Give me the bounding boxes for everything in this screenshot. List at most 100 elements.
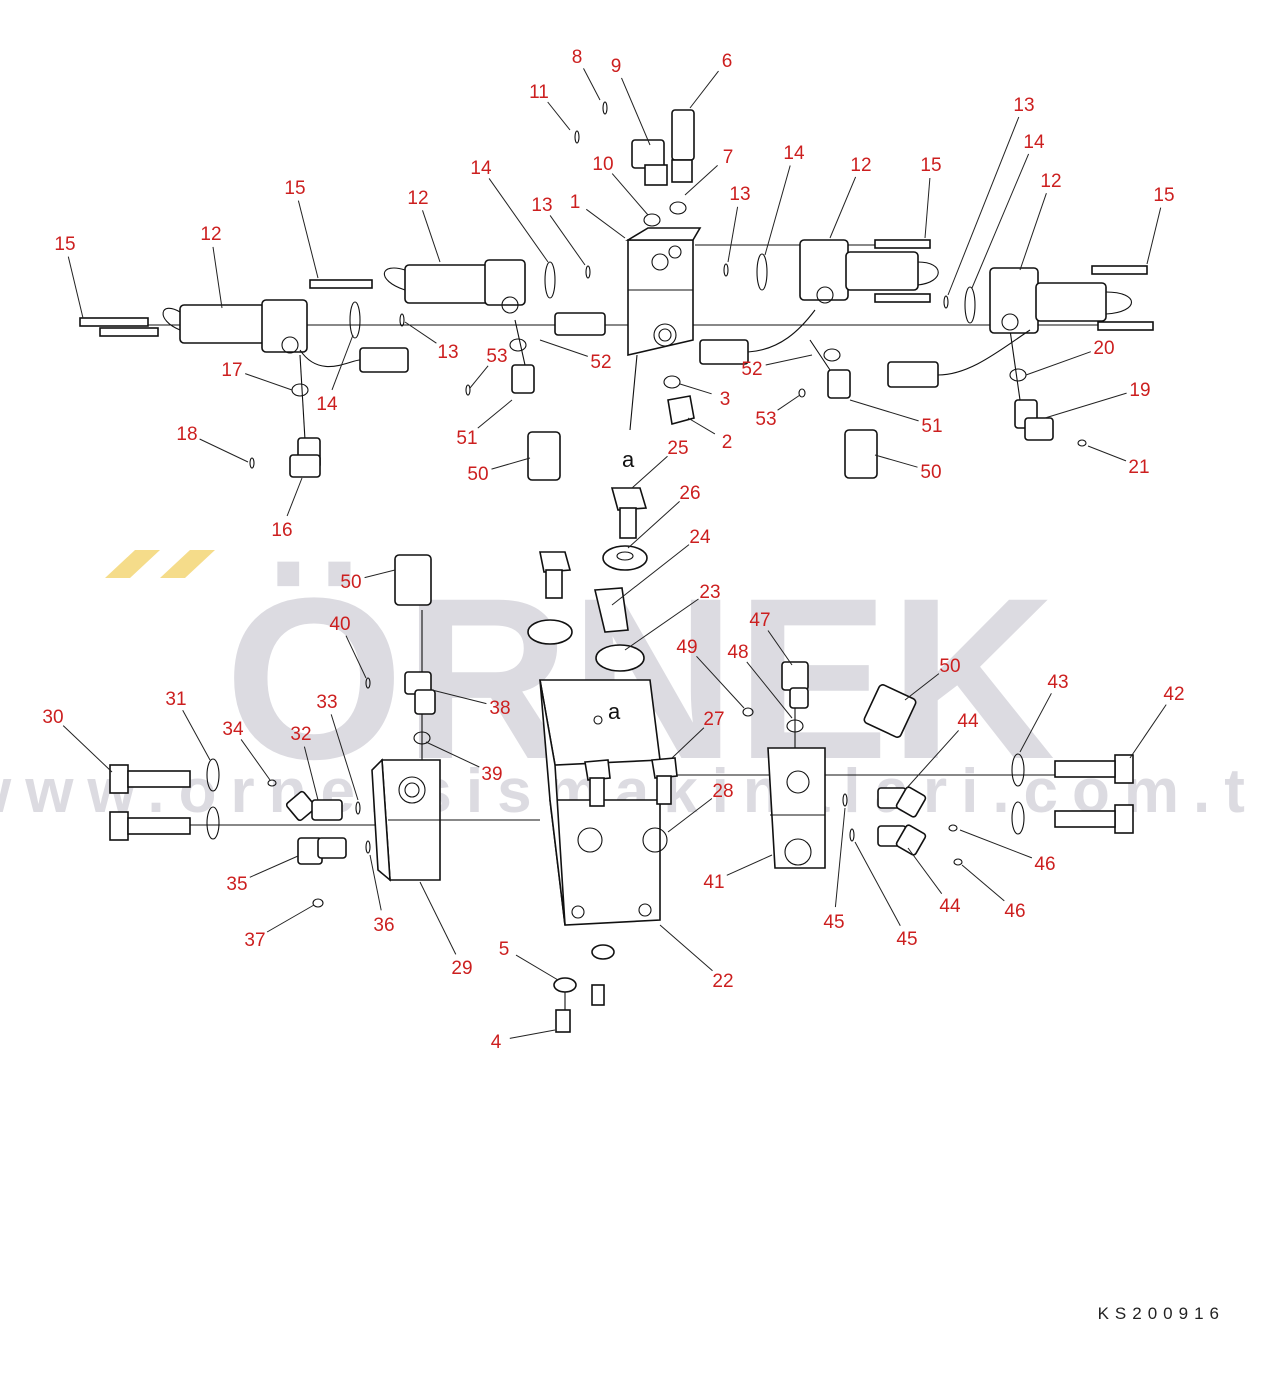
callout-leader [509, 1029, 556, 1039]
callout-label-4: 4 [491, 1032, 502, 1053]
pressure-sensors [394, 429, 917, 738]
callout-leader [727, 206, 739, 263]
callout-label-12: 12 [407, 188, 428, 209]
callout-label-20: 20 [1093, 338, 1114, 359]
callout-label-41: 41 [703, 872, 724, 893]
callout-label-14: 14 [470, 158, 492, 179]
callout-label-15: 15 [284, 178, 305, 199]
callout-leader [667, 798, 713, 833]
callout-label-39: 39 [481, 764, 502, 785]
callout-leader [621, 77, 651, 146]
solenoid-valve-left [162, 299, 308, 354]
drawing-code: KS200916 [1098, 1304, 1225, 1323]
callout-leader [249, 855, 299, 878]
callout-leader [1025, 351, 1091, 376]
callout-label-13: 13 [437, 342, 458, 363]
callout-leader [834, 807, 846, 908]
callout-leader [687, 417, 716, 435]
callout-label-12: 12 [200, 224, 221, 245]
callout-leader [431, 689, 487, 705]
callout-leader [947, 116, 1020, 296]
callout-label-50: 50 [920, 462, 941, 483]
callout-leader [959, 829, 1033, 859]
callout-label-1: 1 [570, 192, 581, 213]
callout-label-42: 42 [1163, 684, 1184, 705]
callout-label-44: 44 [939, 896, 961, 917]
callout-label-30: 30 [42, 707, 63, 728]
pressure-switch-top [631, 109, 695, 227]
callout-label-49: 49 [676, 637, 697, 658]
bracket-hardware [527, 487, 678, 1033]
watermark-accent-mark [160, 550, 215, 578]
watermark-brand: ÖRNEK [225, 550, 1056, 807]
callout-leader [631, 455, 668, 489]
solenoid-valve-mid-right [799, 239, 939, 304]
watermark-accent-mark [105, 550, 160, 578]
callout-label-27: 27 [703, 709, 724, 730]
callout-label-28: 28 [712, 781, 733, 802]
callout-leader [627, 501, 680, 549]
callout-leader [419, 881, 457, 955]
bolts-lower [109, 754, 1134, 841]
callout-leader [297, 200, 319, 279]
callout-leader [303, 746, 319, 801]
callout-label-26: 26 [679, 483, 700, 504]
callout-leader [611, 173, 649, 216]
callout-leader [874, 454, 918, 468]
callout-leader [764, 165, 791, 256]
callout-label-7: 7 [723, 147, 734, 168]
callout-leader [611, 544, 690, 606]
callout-leader [1044, 392, 1127, 419]
callout-leader [477, 399, 513, 429]
callout-leader [746, 661, 793, 719]
bolts-upper [79, 239, 1154, 337]
callout-label-10: 10 [592, 154, 613, 175]
callout-leader [829, 176, 857, 239]
callout-label-46: 46 [1034, 854, 1055, 875]
callout-leader [539, 339, 588, 357]
callout-label-25: 25 [667, 438, 688, 459]
right-valve-block [767, 747, 826, 869]
mounting-bracket [539, 679, 668, 926]
callout-label-15: 15 [920, 155, 941, 176]
callout-label-48: 48 [727, 642, 748, 663]
callout-leader [907, 847, 943, 894]
callout-leader [364, 569, 396, 579]
callout-label-6: 6 [722, 51, 733, 72]
callout-leader [583, 68, 601, 101]
callout-label-36: 36 [373, 915, 394, 936]
callout-leader [182, 710, 211, 761]
callout-leader [696, 655, 745, 709]
callout-label-29: 29 [451, 958, 472, 979]
callout-label-52: 52 [590, 352, 611, 373]
o-rings-upper [349, 253, 976, 339]
callout-leader [330, 714, 359, 801]
callout-leader [904, 673, 940, 701]
callout-leader [491, 457, 531, 470]
callout-label-12: 12 [850, 155, 871, 176]
callout-label-13: 13 [531, 195, 552, 216]
callout-leader [199, 438, 249, 463]
callout-label-51: 51 [921, 416, 942, 437]
callout-leader [586, 208, 626, 239]
callout-label-15: 15 [1153, 185, 1174, 206]
callout-leader [469, 365, 489, 389]
elbow-fittings-upper [289, 338, 1054, 478]
callout-label-53: 53 [755, 409, 776, 430]
callout-label-9: 9 [611, 56, 622, 77]
callout-label-45: 45 [896, 929, 917, 950]
solenoid-valve-right [989, 267, 1133, 334]
callout-label-13: 13 [1013, 95, 1034, 116]
callout-leader [212, 246, 223, 309]
callout-leader [369, 854, 382, 911]
callout-label-47: 47 [749, 610, 770, 631]
callout-label-2: 2 [722, 432, 733, 453]
callout-label-34: 34 [222, 719, 244, 740]
callout-leader [924, 177, 931, 239]
callout-leader [488, 178, 549, 263]
callout-leader [689, 70, 719, 109]
callout-label-5: 5 [499, 939, 510, 960]
callout-leader [777, 394, 801, 411]
